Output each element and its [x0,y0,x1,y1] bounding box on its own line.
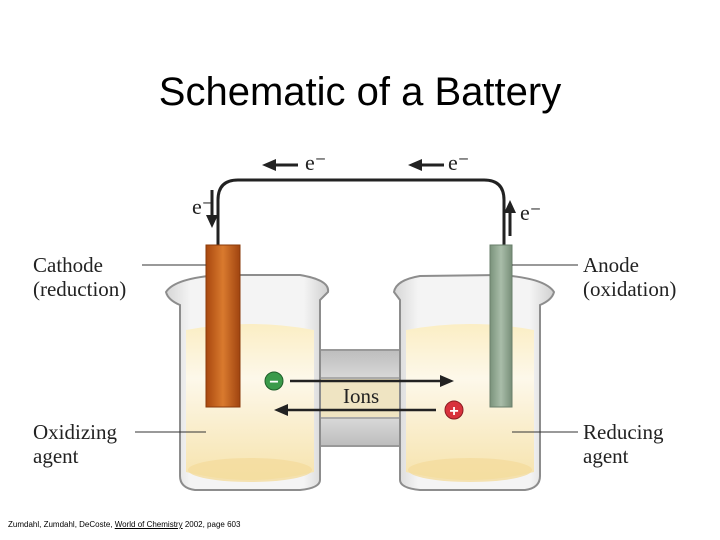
cathode-label-line2: (reduction) [33,277,127,301]
right-solution [406,324,534,480]
positive-ion-sign: + [449,403,458,420]
external-wire [216,178,506,245]
citation-rest: 2002, page 603 [182,520,241,529]
electron-arrow-top-right [408,159,444,171]
anode-label-line1: Anode [583,253,639,277]
electron-arrow-up [504,200,516,236]
electron-arrow-down [206,190,218,228]
oxidizing-label-line2: agent [33,444,79,468]
page-title: Schematic of a Battery [158,70,562,114]
electron-arrow-top-left [262,159,298,171]
electron-label-top-right: e⁻ [448,150,470,175]
left-solution [186,324,314,480]
citation-authors: Zumdahl, Zumdahl, DeCoste, [8,520,115,529]
oxidizing-label-line1: Oxidizing [33,420,117,444]
electron-label-right: e⁻ [520,200,542,225]
electron-label-left: e⁻ [192,194,214,219]
anode-label-line2: (oxidation) [583,277,677,301]
salt-bridge-solution [312,378,408,418]
electron-label-top-left: e⁻ [305,150,327,175]
reducing-agent-label: Reducing agent [583,420,663,468]
negative-ion-sign: − [269,374,278,391]
anode-electrode [489,244,513,408]
anode-label: Anode (oxidation) [583,253,676,301]
positive-ion [444,400,464,420]
reducing-label-line1: Reducing [583,420,664,444]
right-beaker [392,273,556,491]
ions-label: Ions [343,384,380,408]
ion-arrow-right [290,375,454,387]
ion-arrow-left [274,404,436,416]
left-beaker [164,274,330,491]
citation-book: World of Chemistry [114,520,183,529]
reducing-label-line2: agent [583,444,629,468]
cathode-label-line1: Cathode [33,253,103,277]
cathode-label: Cathode (reduction) [33,253,126,301]
cathode-electrode [205,244,241,408]
oxidizing-agent-label: Oxidizing agent [33,420,117,468]
negative-ion [264,371,284,391]
citation: Zumdahl, Zumdahl, DeCoste, World of Chem… [8,520,240,529]
